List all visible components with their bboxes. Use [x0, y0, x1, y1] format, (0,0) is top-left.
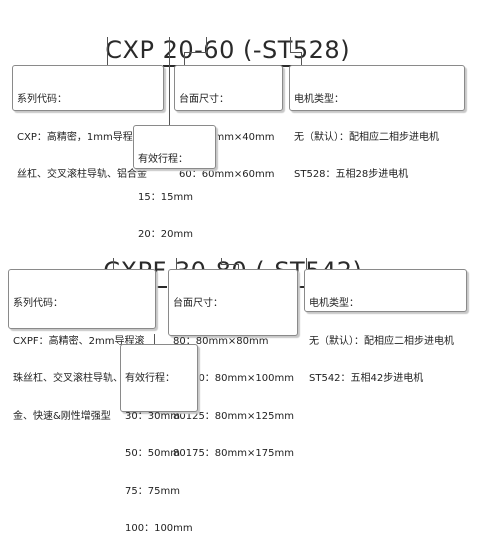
code1-dash: - — [194, 36, 204, 64]
motor-box-2-line-0: 电机类型： — [309, 298, 359, 309]
model-code-1: CXP 20-60 (-ST528) — [89, 8, 350, 67]
motor-box-1-line-2: ST528：五相28步进电机 — [294, 169, 409, 180]
table-box-2-line-1: 80：80mm×80mm — [173, 335, 269, 347]
stroke-box-2-line-4: 100：100mm — [125, 523, 193, 534]
series-box-1-line-1: CXP：高精密，1mm导程滚珠 — [17, 131, 153, 143]
motor-type-box-1: 电机类型： 无（默认）：配相应二相步进电机 ST528：五相28步进电机 — [289, 65, 465, 180]
series-box-1-line-2: 丝杠、交叉滚柱导轨、铝合金 — [17, 169, 147, 180]
connector-motor-1c — [301, 52, 302, 65]
connector-table-2c — [238, 264, 239, 269]
table-box-1-line-0: 台面尺寸： — [179, 94, 229, 105]
motor-box-2-line-2: ST542：五相42步进电机 — [309, 373, 424, 384]
table-box-2-line-3: 80125：80mm×125mm — [173, 410, 294, 422]
connector-series-2 — [113, 258, 114, 269]
table-size-box-1: 台面尺寸： 40：40mm×40mm 60：60mm×60mm — [174, 65, 283, 180]
motor-box-1-line-0: 电机类型： — [294, 94, 344, 105]
motor-type-box-2: 电机类型： 无（默认）：配相应二相步进电机 ST542：五相42步进电机 — [304, 269, 467, 384]
stroke-box-2-line-3: 75：75mm — [125, 485, 180, 497]
motor-box-2-line-1: 无（默认）：配相应二相步进电机 — [309, 335, 454, 347]
code1-table: 60 — [203, 36, 235, 67]
connector-stroke-2-down — [154, 334, 155, 344]
series-box-2-line-1: CXPF：高精密、2mm导程滚 — [13, 335, 145, 347]
connector-table-2a — [221, 258, 222, 264]
table-box-2-line-2: 80100：80mm×100mm — [173, 373, 294, 384]
stroke-box-1-line-1: 15：15mm — [138, 191, 193, 203]
code1-paren-close: ) — [340, 36, 351, 64]
stroke-box-1: 有效行程： 15：15mm 20：20mm — [133, 125, 216, 240]
stroke-box-1-line-2: 20：20mm — [138, 229, 193, 240]
series-box-2-line-0: 系列代码： — [13, 298, 63, 309]
table-box-1-line-1: 40：40mm×40mm — [179, 131, 275, 143]
connector-stroke-1 — [169, 37, 170, 125]
table-box-1-line-2: 60：60mm×60mm — [179, 169, 275, 180]
connector-motor-2a — [306, 258, 307, 269]
code1-series: CXP — [105, 36, 155, 67]
motor-box-1-line-1: 无（默认）：配相应二相步进电机 — [294, 131, 439, 143]
connector-table-2b — [221, 264, 239, 265]
stroke-box-1-line-0: 有效行程： — [138, 154, 188, 165]
series-box-2-line-3: 金、快速&刚性增强型 — [13, 410, 111, 422]
series-box-2-line-2: 珠丝杠、交叉滚柱导轨、铝合 — [13, 373, 143, 384]
table-box-2-line-0: 台面尺寸： — [173, 298, 223, 309]
table-size-box-2: 台面尺寸： 80：80mm×80mm 80100：80mm×100mm 8012… — [168, 269, 298, 459]
series-code-box-2: 系列代码： CXPF：高精密、2mm导程滚 珠丝杠、交叉滚柱导轨、铝合 金、快速… — [8, 269, 156, 422]
series-box-1-line-0: 系列代码： — [17, 94, 67, 105]
series-code-box-1: 系列代码： CXP：高精密，1mm导程滚珠 丝杠、交叉滚柱导轨、铝合金 — [12, 65, 164, 180]
connector-stroke-2 — [176, 258, 177, 270]
stroke-box-2-line-2: 50：50mm — [125, 448, 180, 459]
connector-motor-1a — [290, 37, 291, 52]
connector-motor-1b — [290, 52, 302, 53]
stroke-box-2: 有效行程： 30：30mm 50：50mm 75：75mm 100：100mm — [120, 344, 198, 534]
code1-motor: ST528 — [262, 36, 341, 67]
connector-series-1 — [107, 37, 108, 65]
code1-paren-open: (- — [234, 36, 262, 64]
stroke-box-2-line-1: 30：30mm — [125, 410, 180, 422]
code1-space — [154, 36, 162, 64]
stroke-box-2-line-0: 有效行程： — [125, 373, 175, 384]
connector-table-1a — [206, 37, 207, 52]
connector-table-1c — [184, 52, 185, 65]
connector-table-1b — [184, 52, 207, 53]
